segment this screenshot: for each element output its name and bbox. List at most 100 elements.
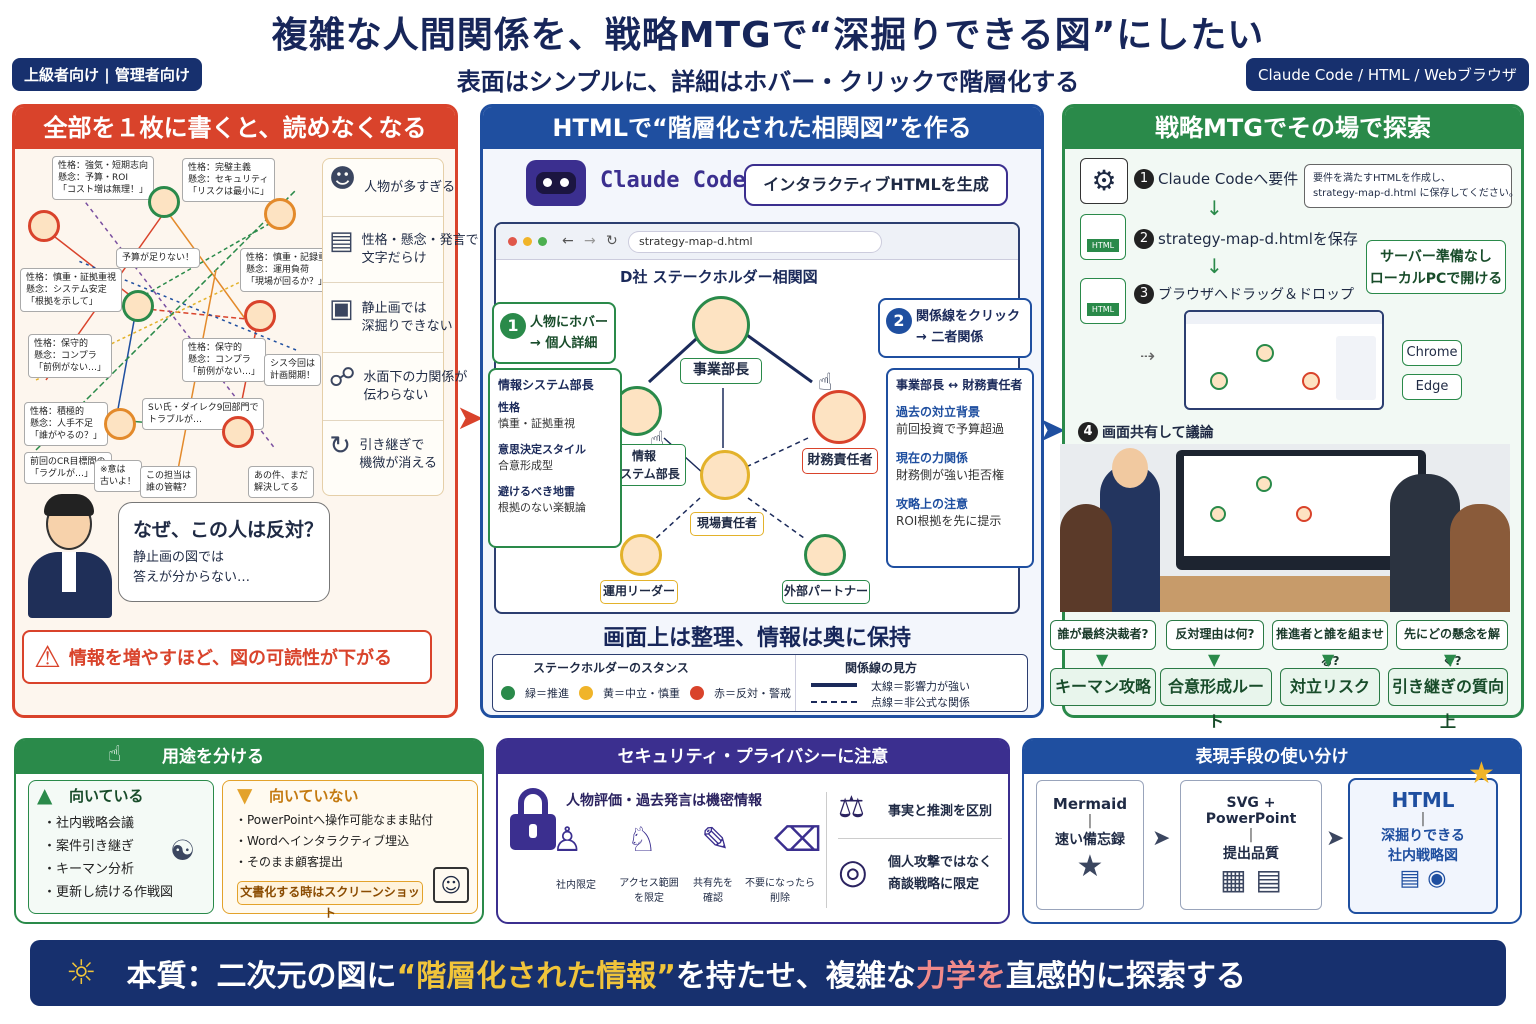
internal-only-icon: ♙	[552, 820, 583, 860]
map-title: D社 ステークホルダー相関図	[620, 268, 818, 286]
bad-item: ・そのまま顧客提出	[235, 855, 344, 869]
good-item: ・社内戦略会議	[43, 816, 135, 831]
legend-red-dot	[690, 686, 704, 700]
lightbulb-icon: ☼	[66, 953, 97, 993]
person-avatar	[122, 290, 154, 322]
down-arrow-icon: ▼	[1444, 650, 1457, 669]
issue-item: ↻引き継ぎで 機微が消える	[329, 431, 437, 471]
note-14: あの件、まだ 解決してる	[248, 466, 315, 498]
label-genba: 現場責任者	[690, 512, 764, 536]
trash-icon: ⌫	[773, 820, 822, 860]
question-1: 誰が最終決裁者?	[1050, 620, 1156, 650]
legend-yellow-dot	[579, 686, 593, 700]
note-6: 性格：保守的 懸念：コンプラ 「前例がない…」	[28, 334, 113, 378]
forward-icon[interactable]: →	[584, 233, 596, 249]
robot-icon	[526, 160, 586, 206]
tool-svg-ppt: SVG + PowerPoint | 提出品質 ▦ ▤	[1180, 780, 1322, 910]
slides-icon: ▦ ▤	[1220, 863, 1282, 896]
tool-mermaid: Mermaid | 速い備忘録 ★	[1036, 780, 1144, 910]
warning-text: 情報を増やすほど、図の可読性が下がる	[68, 648, 393, 669]
person-avatar	[104, 408, 136, 440]
person-avatar	[244, 300, 276, 332]
step-hover-callout: 1 人物にホバー → 個人詳細	[492, 302, 616, 364]
security-item: 不要になったら 削除	[745, 878, 815, 904]
star-icon: ★	[1468, 756, 1495, 791]
generate-label: インタラクティブHTMLを生成	[744, 164, 1008, 206]
legend-solid-line	[811, 683, 857, 687]
thumbs-up-icon: ▲	[37, 783, 53, 807]
right-arrow-icon: ➤	[1326, 826, 1345, 851]
bad-item: ・Wordへインタラクティブ埋込	[235, 834, 410, 848]
document-icon: ▤	[329, 225, 354, 256]
strategy-only: 個人攻撃ではなく 商談戦略に限定	[888, 855, 993, 892]
security-item: アクセス範囲 を限定	[619, 878, 679, 904]
bad-item: ・PowerPointへ操作可能なまま貼付	[235, 813, 434, 827]
warning-icon: ⚠	[34, 639, 61, 675]
security-item: 共有先を 確認	[693, 878, 733, 904]
label-jigyo: 事業部長	[680, 358, 762, 384]
panel-security: セキュリティ・プライバシーに注意	[496, 738, 1010, 924]
note-4: 性格：慎重・証拠重視 懸念：システム安定 「根拠を示して」	[20, 268, 123, 312]
label-zaimu: 財務責任者	[802, 448, 878, 474]
note-7: 性格：保守的 懸念：コンプラ 「前例がない…」	[182, 338, 267, 382]
person-gaibu[interactable]	[804, 534, 846, 576]
question-bubble: なぜ、この人は反対？ 静止画の図では 答えが分からない…	[118, 502, 330, 602]
down-arrow-icon: ▼	[1096, 650, 1109, 669]
person-unyo[interactable]	[620, 534, 662, 576]
screenshot-note: 文書化する時はスクリーンショット	[237, 881, 423, 920]
question-2: 反対理由は何?	[1166, 620, 1264, 650]
person-avatar	[148, 186, 180, 218]
page-subtitle: 表面はシンプルに、詳細はホバー・クリックで階層化する	[456, 68, 1080, 96]
panel-solution-tagline: 画面上は整理、情報は奥に保持	[602, 626, 911, 651]
tree-icon: ★	[1076, 849, 1104, 884]
panel-problem-title: 全部を１枚に書くと、読めなくなる	[15, 107, 455, 149]
legend: ステークホルダーのスタンス 緑＝推進 黄＝中立・慎重 赤＝反対・警戒 関係線の見…	[492, 654, 1028, 712]
fact-vs-guess: 事実と推測を区別	[888, 804, 993, 819]
target-icon: ◎	[838, 852, 868, 892]
bubble-body: 静止画の図では 答えが分からない…	[133, 550, 251, 585]
relation-detail-card: 事業部長 ↔ 財務責任者 過去の対立背景 前回投資で予算超過 現在の力関係 財務…	[886, 368, 1034, 568]
no-server-note: サーバー準備なし ローカルPCで開ける	[1366, 240, 1506, 294]
reload-icon[interactable]: ↻	[606, 233, 618, 249]
note-9: 性格：積極的 懸念：人手不足 「誰がやるの？」	[24, 402, 109, 446]
access-limit-icon: ♘	[626, 820, 658, 860]
note-2: 性格：完璧主義 懸念：セキュリティ 「リスクは最小に」	[182, 158, 276, 202]
issues-list: ☻人物が多すぎる ▤性格・懸念・発言で 文字だらけ ▣静止画では 深掘りできない…	[322, 158, 479, 496]
person-avatar	[264, 198, 296, 230]
question-4: 先にどの懸念を解く?	[1396, 620, 1508, 668]
confused-person-illustration	[24, 494, 114, 620]
issue-item: ☍水面下の力関係が 伝わらない	[323, 353, 467, 421]
robot-icon: ⚙	[1080, 158, 1128, 204]
issue-item: ▣静止画では 深掘りできない	[323, 283, 453, 353]
network-icon: ☍	[329, 362, 356, 393]
legend-dashed-line	[811, 701, 857, 703]
person-genba[interactable]	[700, 450, 750, 500]
drag-arrow-icon: ⇢	[1140, 346, 1156, 367]
question-3: 推進者と誰を組ませる?	[1272, 620, 1388, 668]
note-3: 予算が足りない！	[116, 248, 201, 268]
label-gaibu: 外部パートナー	[782, 580, 870, 604]
step-number-2: 2	[886, 308, 912, 334]
meeting-illustration	[1060, 444, 1510, 612]
not-good-for-box: 向いていない ▼ ・PowerPointへ操作可能なまま貼付 ・Wordへインタ…	[222, 780, 478, 920]
person-detail-card: 情報システム部長 性格 慎重・証拠重視 意思決定スタイル 合意形成型 避けるべき…	[488, 368, 622, 548]
person-avatar	[28, 210, 60, 242]
answer-3: 対立リスク	[1280, 668, 1380, 706]
brand-name: Claude Code	[600, 168, 746, 193]
html-file-icon: HTML	[1080, 214, 1126, 260]
answer-4: 引き継ぎの質向上	[1388, 668, 1508, 731]
share-check-icon: ✎	[701, 820, 730, 860]
browser-globe-icon: ▤ ◉	[1399, 866, 1447, 891]
address-bar[interactable]: strategy-map-d.html	[628, 231, 882, 253]
refresh-icon: ↻	[329, 431, 352, 461]
click-hand-icon: ☝	[818, 368, 833, 396]
note-12: ※意は 古いよ！	[94, 460, 142, 492]
person-zaimu[interactable]	[812, 390, 866, 444]
confidential-label: 人物評価・過去発言は機密情報	[566, 793, 762, 809]
down-arrow-icon: ↓	[1206, 196, 1223, 220]
legend-green-dot	[501, 686, 515, 700]
back-icon[interactable]: ←	[562, 233, 574, 249]
step-click-callout: 2 関係線をクリック → 二者関係	[878, 298, 1032, 358]
person-jigyo[interactable]	[692, 296, 750, 354]
